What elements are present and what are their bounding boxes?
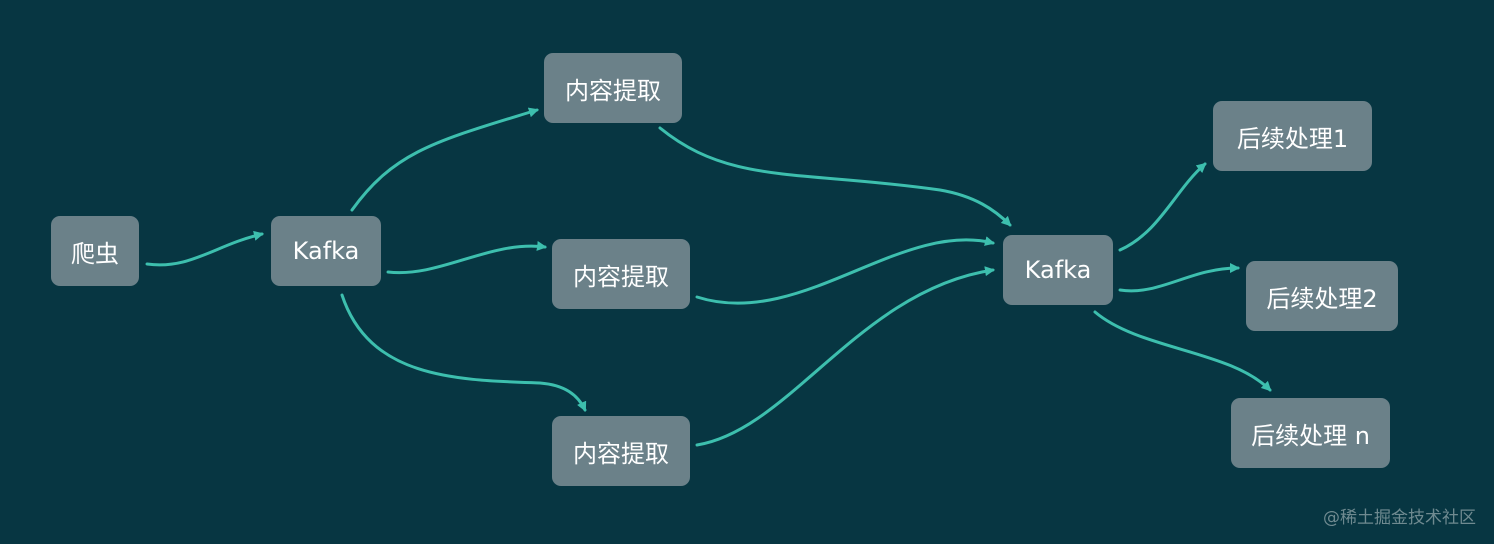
edge-kafka-out-to-post-n <box>1093 310 1272 392</box>
node-post-processing-1[interactable]: 后续处理1 <box>1213 101 1372 171</box>
node-extract-middle[interactable]: 内容提取 <box>552 239 690 309</box>
node-extract-top[interactable]: 内容提取 <box>544 53 682 123</box>
node-post-processing-n[interactable]: 后续处理 n <box>1231 398 1390 468</box>
edge-extract-middle-to-kafka-out <box>695 236 995 305</box>
node-extract-bottom[interactable]: 内容提取 <box>552 416 690 486</box>
edge-kafka-in-to-extract-bottom <box>340 293 587 412</box>
node-kafka-output[interactable]: Kafka <box>1003 235 1113 305</box>
edge-kafka-out-to-post-2 <box>1118 263 1240 293</box>
edge-kafka-in-to-extract-middle <box>386 241 547 275</box>
node-post-processing-2[interactable]: 后续处理2 <box>1246 261 1398 331</box>
node-kafka-input[interactable]: Kafka <box>271 216 381 286</box>
edge-extract-top-to-kafka-out <box>658 126 1012 227</box>
edge-extract-bottom-to-kafka-out <box>695 266 995 447</box>
edge-kafka-out-to-post-1 <box>1118 162 1207 252</box>
edge-crawler-to-kafka-in <box>145 230 264 267</box>
node-crawler[interactable]: 爬虫 <box>51 216 139 286</box>
edge-kafka-in-to-extract-top <box>350 107 539 212</box>
watermark-text: @稀土掘金技术社区 <box>1323 508 1476 528</box>
